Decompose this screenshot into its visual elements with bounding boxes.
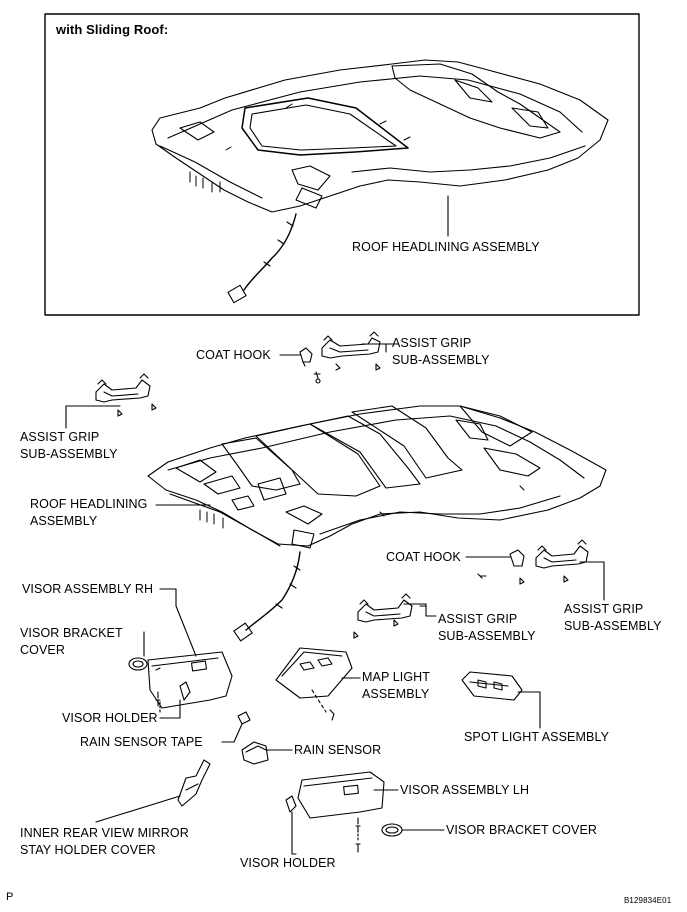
sunroof-opening (241, 97, 409, 156)
label-roof-headlining-main: ROOF HEADLINING ASSEMBLY (30, 497, 148, 529)
assist-grip-1-leader (361, 343, 397, 353)
rain-sensor-drawing (241, 741, 269, 765)
headlining-ridge-4 (351, 405, 463, 479)
label-assist-grip-3: ASSIST GRIP SUB-ASSEMBLY (438, 612, 536, 644)
wire-harness-main (245, 551, 301, 631)
visor-assembly-rh-drawing (147, 651, 233, 709)
label-inner-mirror-cover: INNER REAR VIEW MIRROR STAY HOLDER COVER (20, 826, 189, 858)
label-assist-grip-2-line1: ASSIST GRIP (20, 430, 100, 444)
visor-holder-2-leader (291, 811, 297, 855)
figure-code: B129834E01 (624, 896, 672, 905)
visor-holder-1-drawing (155, 681, 191, 713)
assist-grip-4-drawing (535, 539, 589, 583)
label-inner-mirror-cover-line1: INNER REAR VIEW MIRROR (20, 826, 189, 840)
headlining-ridge-1 (221, 437, 301, 491)
sliding-roof-variant-heading: with Sliding Roof: (56, 22, 169, 37)
assist-grip-2-drawing (95, 373, 157, 417)
sliding-roof-inset-frame (44, 13, 640, 316)
spot-light-leader (517, 691, 541, 729)
headlining-ridge-3 (309, 415, 421, 489)
spot-light-drawing (461, 671, 523, 701)
label-rain-sensor: RAIN SENSOR (294, 743, 382, 757)
label-assist-grip-3-line2: SUB-ASSEMBLY (438, 629, 536, 643)
coat-hook-1-drawing (299, 347, 321, 384)
headlining-sliding-roof-drawing (151, 59, 609, 304)
assist-grip-1-drawing (321, 331, 381, 371)
label-assist-grip-4-line2: SUB-ASSEMBLY (564, 619, 662, 633)
label-assist-grip-2: ASSIST GRIP SUB-ASSEMBLY (20, 430, 118, 462)
label-visor-bracket-cover-1-line2: COVER (20, 643, 65, 657)
label-visor-bracket-cover-1-line1: VISOR BRACKET (20, 626, 123, 640)
label-map-light: MAP LIGHT ASSEMBLY (362, 670, 430, 702)
label-rain-sensor-tape: RAIN SENSOR TAPE (80, 735, 203, 749)
label-visor-bracket-cover-2: VISOR BRACKET COVER (446, 823, 598, 837)
assist-grip-4-leader (579, 561, 605, 601)
visor-assembly-lh-drawing (297, 771, 385, 819)
assist-grip-3-leader (403, 603, 437, 617)
label-assist-grip-1-line1: ASSIST GRIP (392, 336, 472, 350)
mirror-stay-holder-cover-drawing (177, 759, 211, 807)
label-assist-grip-2-line2: SUB-ASSEMBLY (20, 447, 118, 461)
page-mark: P (6, 891, 14, 903)
label-assist-grip-1: ASSIST GRIP SUB-ASSEMBLY (392, 336, 490, 368)
label-visor-holder-1: VISOR HOLDER (62, 711, 158, 725)
label-visor-bracket-cover-1: VISOR BRACKET COVER (20, 626, 123, 658)
label-assist-grip-1-line2: SUB-ASSEMBLY (392, 353, 490, 367)
label-coat-hook-2: COAT HOOK (386, 550, 461, 564)
wire-harness-top (243, 213, 297, 291)
label-roof-headlining-top: ROOF HEADLINING ASSEMBLY (352, 240, 540, 254)
label-assist-grip-3-line1: ASSIST GRIP (438, 612, 518, 626)
coat-hook-2-drawing (477, 549, 525, 585)
rain-sensor-tape-leader (221, 723, 243, 743)
visor-holder-2-drawing (285, 795, 361, 853)
label-assist-grip-4-line1: ASSIST GRIP (564, 602, 644, 616)
visor-bracket-cover-2-drawing (381, 823, 403, 837)
map-light-drawing (275, 647, 353, 721)
label-map-light-line2: ASSEMBLY (362, 687, 430, 701)
label-roof-headlining-main-line2: ASSEMBLY (30, 514, 98, 528)
label-map-light-line1: MAP LIGHT (362, 670, 431, 684)
rain-sensor-tape-drawing (237, 711, 251, 725)
mirror-cover-leader (95, 795, 181, 823)
assist-grip-2-leader (65, 405, 121, 429)
visor-rh-leader (159, 588, 197, 657)
visor-holder-1-leader (159, 699, 181, 719)
label-roof-headlining-main-line1: ROOF HEADLINING (30, 497, 148, 511)
label-assist-grip-4: ASSIST GRIP SUB-ASSEMBLY (564, 602, 662, 634)
label-spot-light: SPOT LIGHT ASSEMBLY (464, 730, 610, 744)
visor-bracket-cover-1-drawing (128, 657, 148, 671)
label-visor-holder-2: VISOR HOLDER (240, 856, 336, 870)
headlining-main-drawing (147, 405, 607, 642)
label-visor-assembly-rh: VISOR ASSEMBLY RH (22, 582, 154, 596)
label-inner-mirror-cover-line2: STAY HOLDER COVER (20, 843, 156, 857)
label-coat-hook-1: COAT HOOK (196, 348, 271, 362)
label-visor-assembly-lh: VISOR ASSEMBLY LH (400, 783, 530, 797)
assist-grip-3-drawing (353, 593, 413, 639)
